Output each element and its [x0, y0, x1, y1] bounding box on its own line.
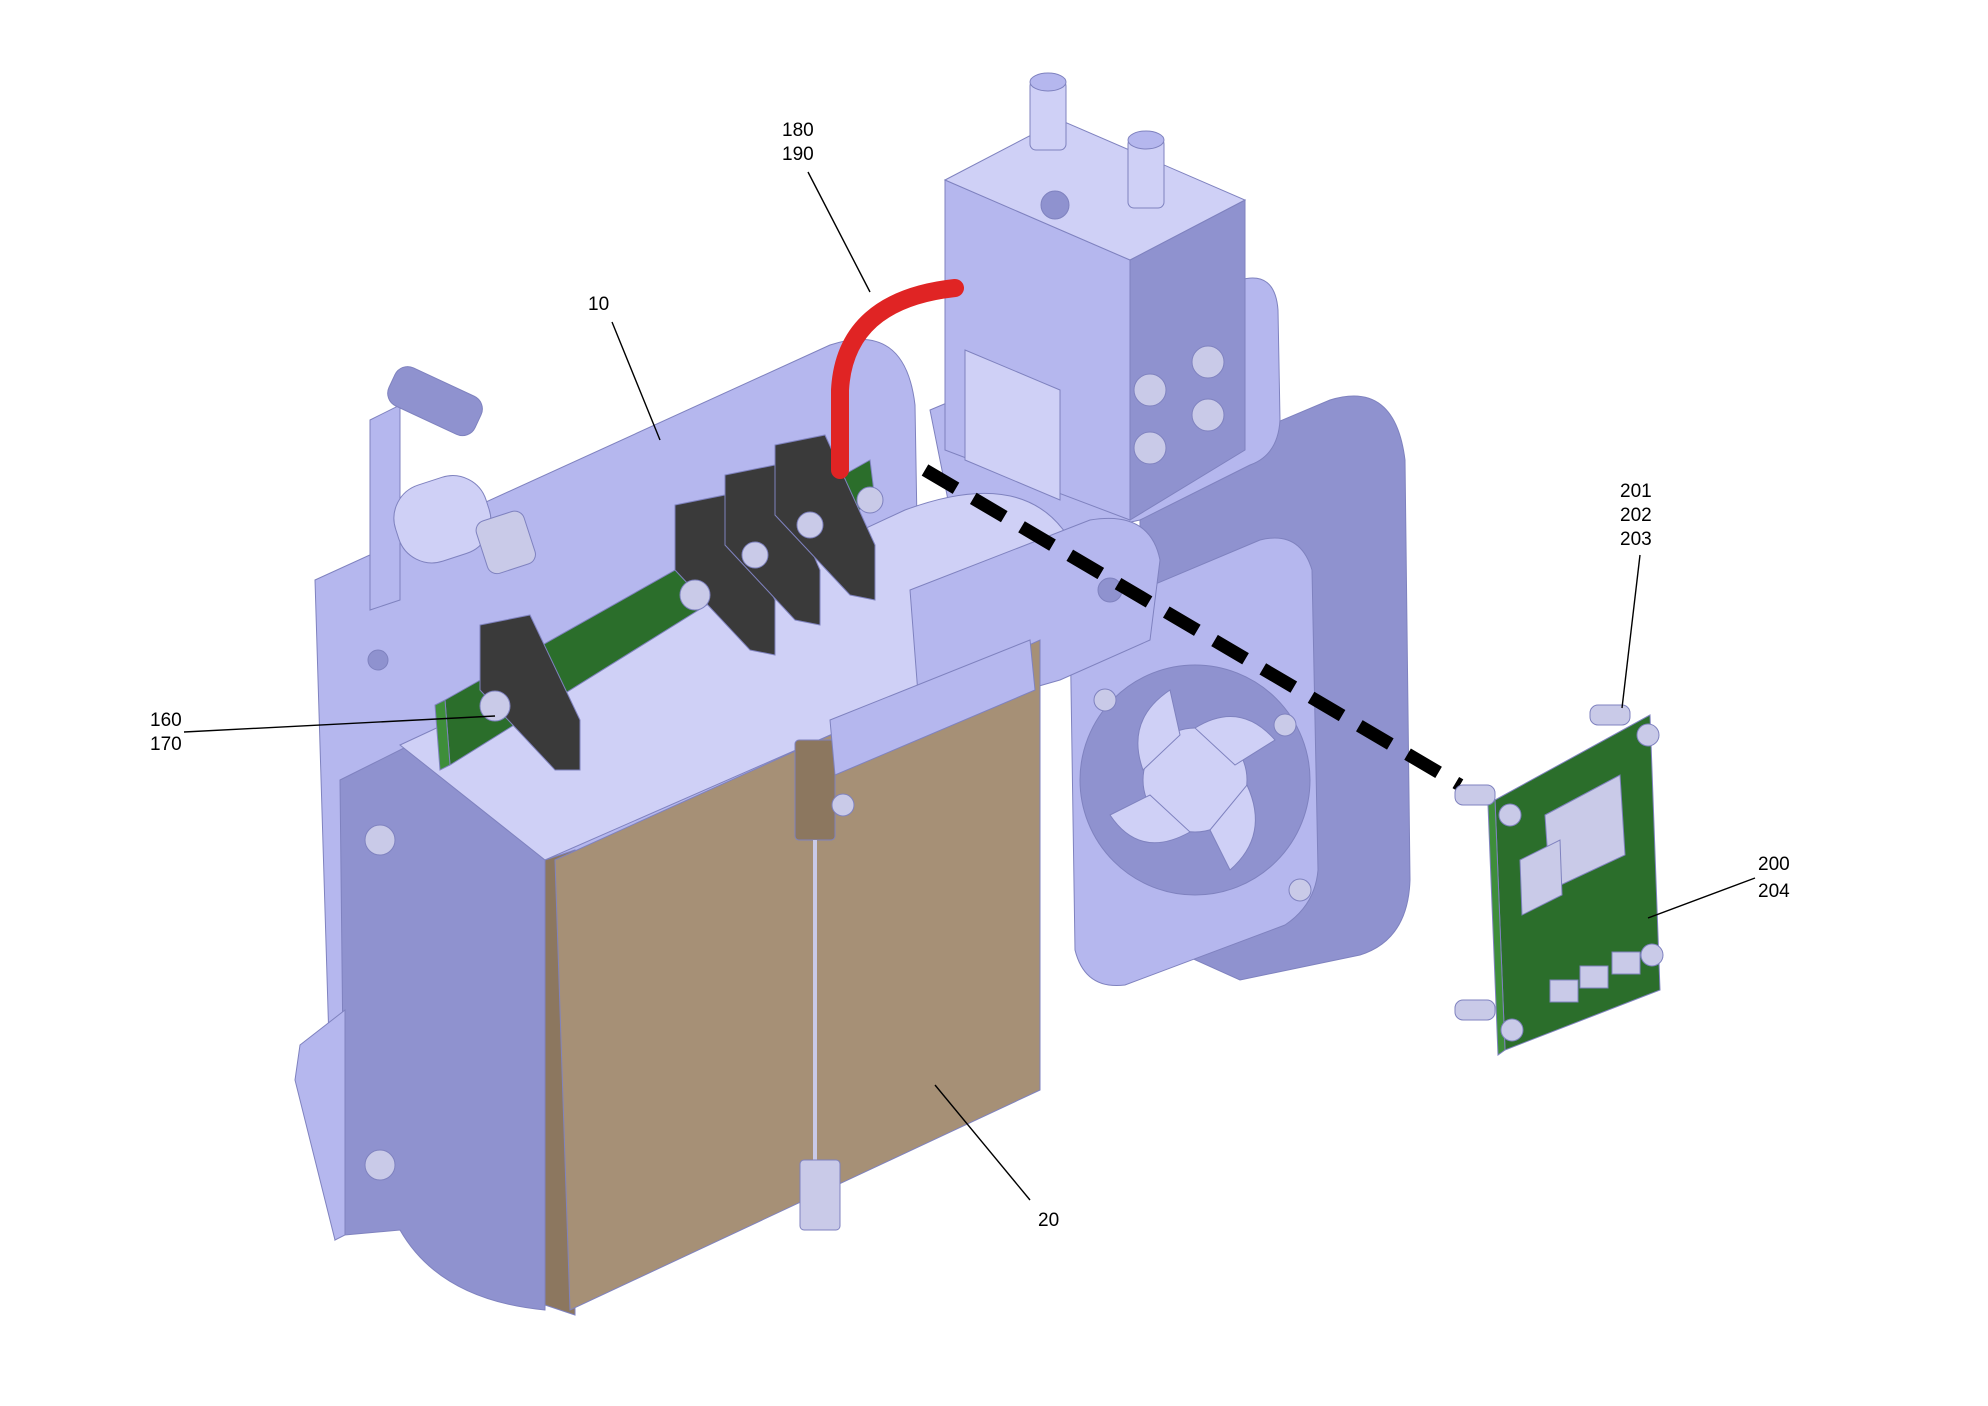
pcb-standoff: [1589, 704, 1631, 726]
callout-160-label-a: 160: [150, 710, 182, 731]
insulator-barrier: [774, 434, 876, 601]
fan-blade: [1137, 689, 1181, 771]
control-board-icon: [1454, 704, 1664, 1056]
callout-10: 10: [588, 294, 661, 441]
fan-blade: [1209, 784, 1256, 871]
fan-screw: [1093, 688, 1117, 712]
header-connector: [1611, 951, 1641, 975]
callout-20-leader: [934, 1084, 1031, 1201]
callout-160-label-b: 170: [150, 734, 182, 755]
sensor-head: [794, 739, 836, 841]
callout-180-leader: [807, 171, 871, 293]
header-connector: [1579, 965, 1609, 989]
terminal-bolt: [679, 579, 711, 611]
terminal-bolt: [741, 541, 769, 569]
pcb-screw: [1500, 1018, 1524, 1042]
relay-body-top: [943, 119, 1247, 261]
frame-screw: [364, 824, 396, 856]
pcb-screw: [1498, 803, 1522, 827]
terminal-bolt: [796, 511, 824, 539]
pcb-standoff: [1454, 784, 1496, 806]
terminal-bolt: [479, 690, 511, 722]
fan-blade: [1109, 794, 1191, 844]
red-wire-icon: [831, 279, 964, 479]
fan-blade: [1194, 715, 1276, 766]
relay-contact-tabs: [964, 349, 1061, 501]
pcb-screw: [1640, 943, 1664, 967]
clamp-screw: [831, 793, 855, 817]
clamp-strap: [829, 639, 1036, 776]
relay-stud-top: [1127, 130, 1165, 150]
board-connector: [1519, 839, 1563, 916]
terminal-strip-icon: [434, 434, 884, 771]
insulator-barrier: [479, 614, 581, 771]
relay-block-icon: [929, 72, 1281, 561]
terminal-pcb-edge: [434, 699, 451, 771]
sensor-connector: [799, 1159, 841, 1231]
callout-160: 160 170: [150, 710, 496, 755]
transformer-block-icon: [544, 639, 1041, 1316]
pcb-screw: [1636, 723, 1660, 747]
callout-20-label: 20: [1038, 1210, 1059, 1231]
callout-200-leader: [1647, 877, 1756, 919]
switch-body: [393, 475, 492, 564]
relay-screw: [1133, 373, 1167, 407]
frame-left-flange: [294, 1008, 346, 1241]
cooling-fan-icon: [1069, 395, 1411, 987]
fan-screw: [1273, 713, 1297, 737]
callout-160-leader: [183, 715, 496, 733]
callout-180-label-b: 190: [782, 144, 814, 165]
callout-200-label-b: 204: [1758, 881, 1790, 902]
switch-bracket: [369, 404, 401, 611]
callout-200: 200 204: [1647, 854, 1790, 919]
dashed-assembly-line-icon: [921, 464, 1464, 791]
callout-201-leader: [1621, 554, 1641, 709]
header-connector: [1549, 979, 1579, 1003]
callout-201-label-b: 202: [1620, 505, 1652, 526]
callout-180-label-a: 180: [782, 120, 814, 141]
callout-180: 180 190: [782, 120, 871, 293]
callout-10-label: 10: [588, 294, 609, 315]
fan-screw: [1288, 878, 1312, 902]
pcb-standoff: [1454, 999, 1496, 1021]
callout-201: 201 202 203: [1620, 481, 1652, 709]
frame-screw: [364, 1149, 396, 1181]
callout-201-label-a: 201: [1620, 481, 1652, 502]
switch-nut: [475, 510, 536, 575]
callout-10-leader: [611, 321, 661, 441]
relay-screw: [1191, 345, 1225, 379]
callout-200-label-a: 200: [1758, 854, 1790, 875]
frame-hole: [367, 649, 389, 671]
terminal-bolt: [856, 486, 884, 514]
relay-screw: [1191, 398, 1225, 432]
relay-hole: [1040, 190, 1070, 220]
relay-screw: [1133, 431, 1167, 465]
callout-201-label-c: 203: [1620, 529, 1652, 550]
switch-lever: [387, 366, 483, 437]
callout-20: 20: [934, 1084, 1059, 1231]
relay-stud-top: [1029, 72, 1067, 92]
